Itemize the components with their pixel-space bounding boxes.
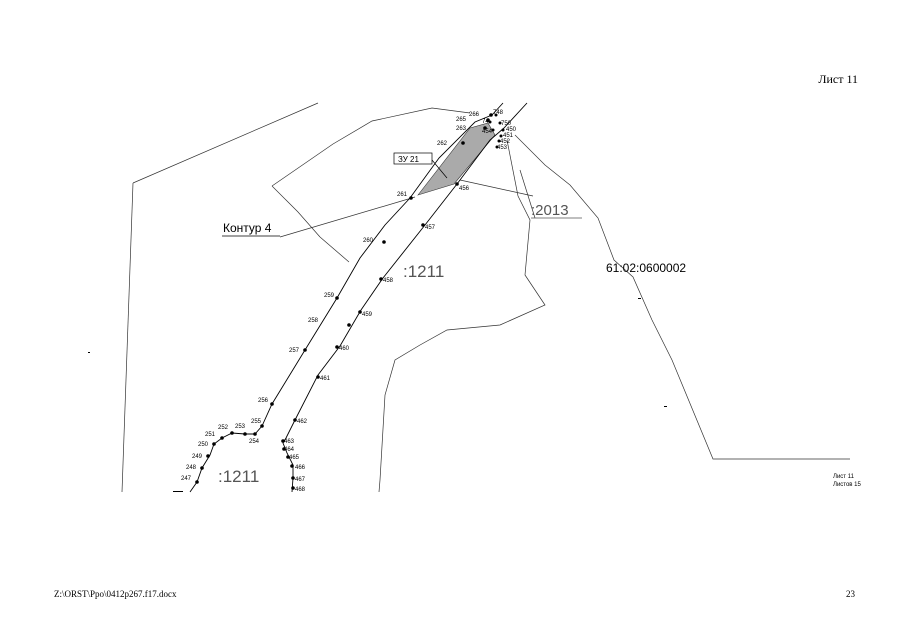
parcel-2013-label: :2013	[531, 202, 569, 219]
contour-leader-a	[279, 196, 416, 238]
leader-2013	[519, 169, 536, 219]
svg-text:248: 248	[186, 465, 197, 471]
boundary-left-side	[121, 182, 134, 493]
svg-text:266: 266	[469, 112, 480, 118]
svg-text:466: 466	[295, 465, 306, 471]
svg-text:252: 252	[218, 425, 229, 431]
contour-leader-b	[319, 236, 350, 263]
svg-text:454: 454	[482, 129, 493, 135]
svg-text:463: 463	[284, 439, 295, 445]
zu21-label-box	[393, 152, 433, 165]
right-points	[281, 182, 459, 490]
svg-text:451: 451	[503, 133, 514, 139]
svg-text:257: 257	[289, 348, 300, 354]
parcel-1211-lower-label: :1211	[218, 467, 259, 486]
svg-text:456: 456	[459, 186, 470, 192]
boundary-right-inner	[378, 139, 546, 493]
svg-text:748: 748	[493, 110, 504, 116]
zu21-parcel	[417, 122, 496, 196]
right-point-labels: 456 457 458 459 460 461 462 463 464 465 …	[284, 186, 470, 493]
svg-text:262: 262	[437, 141, 448, 147]
stamp-sheets-total: Листов 15	[833, 482, 861, 488]
svg-text:457: 457	[425, 225, 436, 231]
right-strip-line	[282, 102, 528, 493]
svg-text:259: 259	[324, 293, 335, 299]
svg-text:253: 253	[235, 424, 246, 430]
sheet-header: Лист 11	[818, 72, 858, 86]
boundary-right-outer	[514, 134, 850, 460]
top-cluster-points	[488, 113, 505, 149]
svg-text:453: 453	[497, 145, 508, 151]
left-point-labels: 247 248 249 250 251 252 253 254 255 256 …	[181, 112, 480, 482]
boundary-inner-top	[271, 107, 471, 187]
zu21-leader	[431, 159, 448, 179]
boundary-inner-left	[271, 185, 321, 238]
svg-text:258: 258	[308, 318, 319, 324]
top-cluster-labels: 74 748 750 450 451 452 453 454	[482, 110, 517, 151]
contour-label: Контур 4	[223, 221, 272, 235]
svg-text:255: 255	[251, 419, 262, 425]
svg-text:251: 251	[205, 432, 216, 438]
svg-text:465: 465	[289, 455, 300, 461]
svg-text:460: 460	[339, 346, 350, 352]
footer-file-path: Z:\ORST\Ppo\0412p267.f17.docx	[54, 589, 177, 599]
svg-text:468: 468	[295, 487, 306, 493]
zu21-label: ЗУ 21	[398, 155, 419, 164]
stray-marks	[88, 298, 667, 492]
svg-text:265: 265	[456, 117, 467, 123]
stamp-sheet: Лист 11	[833, 474, 855, 480]
svg-text:452: 452	[500, 139, 511, 145]
boundary-left-top	[132, 102, 319, 184]
parcel-1211-upper-label: :1211	[403, 262, 444, 281]
svg-text:464: 464	[284, 447, 295, 453]
svg-text:247: 247	[181, 476, 192, 482]
svg-text:260: 260	[363, 238, 374, 244]
svg-text:461: 461	[320, 376, 331, 382]
boundary-cross	[459, 179, 534, 197]
svg-text:250: 250	[198, 442, 209, 448]
boundary-lines	[121, 102, 850, 493]
left-points	[195, 113, 493, 484]
svg-text:256: 256	[258, 398, 269, 404]
svg-text:261: 261	[397, 192, 408, 198]
svg-text:249: 249	[192, 454, 203, 460]
footer-page-number: 23	[846, 589, 855, 599]
svg-text:467: 467	[295, 477, 306, 483]
svg-text:450: 450	[506, 127, 517, 133]
left-strip-line	[189, 102, 504, 493]
svg-text:254: 254	[249, 439, 260, 445]
svg-text:750: 750	[501, 121, 512, 127]
svg-text:462: 462	[297, 419, 308, 425]
svg-text:74: 74	[482, 119, 489, 125]
cadastral-block-label: 61:02:0600002	[606, 261, 686, 275]
svg-text:459: 459	[362, 312, 373, 318]
svg-text:458: 458	[383, 278, 394, 284]
svg-text:263: 263	[456, 126, 467, 132]
